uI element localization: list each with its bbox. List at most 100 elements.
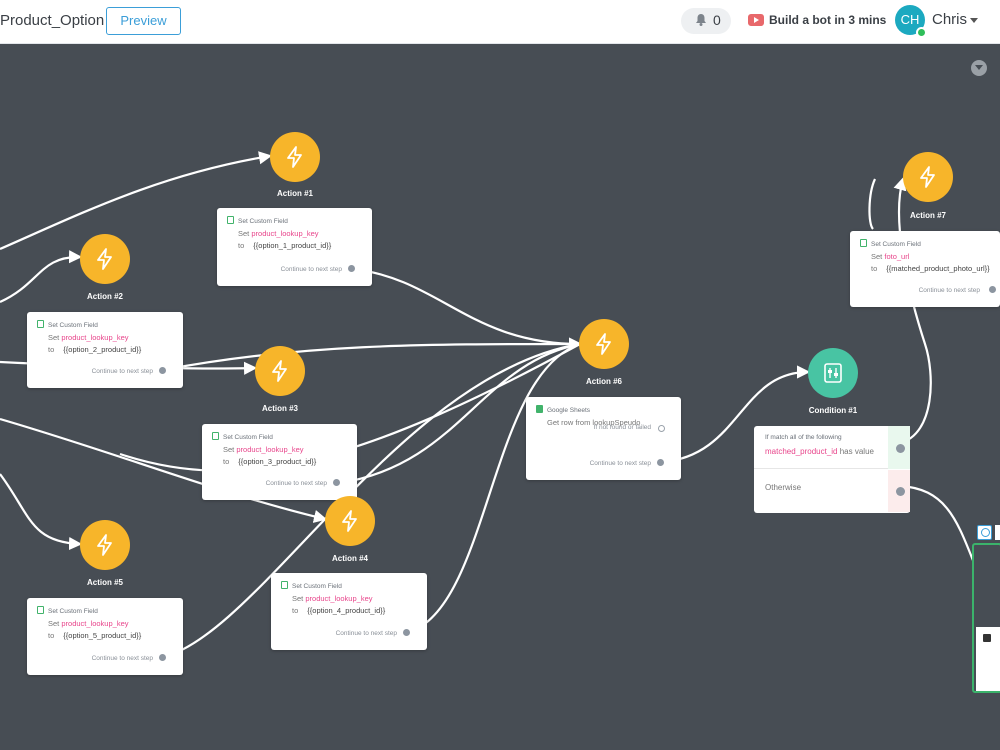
- otherwise-port[interactable]: [896, 487, 905, 496]
- to-value-row: to{{option_5_product_id}}: [48, 631, 142, 640]
- action-2-node[interactable]: [80, 234, 130, 284]
- action-7-title: Action #7: [909, 211, 946, 220]
- document-icon: [37, 606, 44, 614]
- online-status-dot: [916, 27, 927, 38]
- to-value-row: to{{option_2_product_id}}: [48, 345, 142, 354]
- continue-label: Continue to next step: [589, 460, 651, 467]
- continue-label: Continue to next step: [335, 630, 397, 637]
- condition-card[interactable]: If match all of the following matched_pr…: [754, 426, 910, 513]
- document-icon: [860, 239, 867, 247]
- field-key: product_lookup_key: [236, 445, 304, 454]
- lightning-bolt-icon: [287, 146, 302, 168]
- user-name[interactable]: Chris: [932, 11, 968, 28]
- document-icon: [227, 216, 234, 224]
- action-4-title: Action #4: [331, 554, 368, 563]
- lightning-bolt-icon: [97, 248, 112, 270]
- action-3-title: Action #3: [261, 404, 298, 413]
- condition-1-title: Condition #1: [808, 406, 858, 415]
- chevron-down-icon[interactable]: [970, 18, 978, 23]
- to-value-row: to{{option_3_product_id}}: [223, 457, 317, 466]
- lightning-bolt-icon: [920, 166, 935, 188]
- set-field-row: Set product_lookup_key: [223, 445, 304, 454]
- continue-label: Continue to next step: [265, 480, 327, 487]
- continue-label: Continue to next step: [918, 287, 980, 294]
- play-icon[interactable]: [977, 525, 992, 540]
- preview-button[interactable]: Preview: [106, 7, 181, 35]
- action-5-node[interactable]: [80, 520, 130, 570]
- lightning-bolt-icon: [342, 510, 357, 532]
- field-value: {{option_2_product_id}}: [63, 345, 142, 354]
- puzzle-icon: [983, 634, 991, 642]
- output-port[interactable]: [159, 367, 166, 374]
- rule-field: matched_product_id: [765, 447, 838, 456]
- condition-match-row[interactable]: If match all of the following matched_pr…: [754, 426, 910, 469]
- field-value: {{option_3_product_id}}: [238, 457, 317, 466]
- card-header: Set Custom Field: [37, 320, 98, 329]
- true-port[interactable]: [896, 444, 905, 453]
- action-7-node[interactable]: [903, 152, 953, 202]
- action-1-node[interactable]: [270, 132, 320, 182]
- action-6-node[interactable]: [579, 319, 629, 369]
- action-5-card[interactable]: Set Custom Field Set product_lookup_key …: [27, 598, 183, 675]
- output-port[interactable]: [348, 265, 355, 272]
- card-header: Set Custom Field: [281, 581, 342, 590]
- document-icon: [37, 320, 44, 328]
- field-value: {{option_4_product_id}}: [307, 606, 386, 615]
- action-4-node[interactable]: [325, 496, 375, 546]
- field-value: {{option_5_product_id}}: [63, 631, 142, 640]
- set-field-row: Set product_lookup_key: [48, 619, 129, 628]
- field-key: product_lookup_key: [305, 594, 373, 603]
- avatar[interactable]: CH: [895, 5, 925, 35]
- action-1-title: Action #1: [276, 189, 313, 198]
- rule-row: matched_product_id has value: [765, 447, 874, 456]
- node-toolbar-button[interactable]: [995, 525, 1000, 540]
- to-value-row: to{{matched_product_photo_url}}: [871, 264, 990, 273]
- action-3-node[interactable]: [255, 346, 305, 396]
- rule-intro: If match all of the following: [765, 434, 842, 441]
- to-value-row: to{{option_4_product_id}}: [292, 606, 386, 615]
- flow-title[interactable]: Product_Option: [0, 12, 105, 29]
- action-7-card[interactable]: Set Custom Field Set foto_url to{{matche…: [850, 231, 1000, 307]
- action-2-title: Action #2: [86, 292, 123, 301]
- field-value: {{option_1_product_id}}: [253, 241, 332, 250]
- document-icon: [281, 581, 288, 589]
- field-key: product_lookup_key: [61, 333, 129, 342]
- output-port[interactable]: [333, 479, 340, 486]
- continue-label: Continue to next step: [91, 655, 153, 662]
- lightning-bolt-icon: [97, 534, 112, 556]
- lightning-bolt-icon: [596, 333, 611, 355]
- output-port[interactable]: [403, 629, 410, 636]
- card-header: Set Custom Field: [212, 432, 273, 441]
- youtube-play-icon[interactable]: [748, 14, 764, 26]
- sheet-icon: [536, 405, 543, 413]
- notifications-button[interactable]: 0: [681, 8, 731, 34]
- action-3-card[interactable]: Set Custom Field Set product_lookup_key …: [202, 424, 357, 500]
- flow-canvas[interactable]: Action #1 Set Custom Field Set product_l…: [0, 44, 1000, 750]
- field-value: {{matched_product_photo_url}}: [886, 264, 990, 273]
- build-bot-link[interactable]: Build a bot in 3 mins: [769, 13, 887, 27]
- field-key: foto_url: [884, 252, 910, 261]
- output-port[interactable]: [657, 459, 664, 466]
- fail-port[interactable]: [658, 425, 665, 432]
- set-field-row: Set product_lookup_key: [48, 333, 129, 342]
- action-4-card[interactable]: Set Custom Field Set product_lookup_key …: [271, 573, 427, 650]
- output-port[interactable]: [989, 286, 996, 293]
- continue-label: Continue to next step: [280, 266, 342, 273]
- set-field-row: Set product_lookup_key: [292, 594, 373, 603]
- set-field-row: Set foto_url: [871, 252, 910, 261]
- scroll-down-icon[interactable]: [971, 60, 987, 76]
- action-6-title: Action #6: [585, 377, 622, 386]
- output-port[interactable]: [159, 654, 166, 661]
- notification-count: 0: [713, 12, 721, 28]
- lightning-bolt-icon: [272, 360, 287, 382]
- field-key: product_lookup_key: [251, 229, 319, 238]
- condition-1-node[interactable]: [808, 348, 858, 398]
- bell-icon: [696, 14, 706, 26]
- action-5-title: Action #5: [86, 578, 123, 587]
- action-1-card[interactable]: Set Custom Field Set product_lookup_key …: [217, 208, 372, 286]
- continue-label: Continue to next step: [91, 368, 153, 375]
- top-bar: Product_Option Preview 0 Build a bot in …: [0, 0, 1000, 44]
- action-6-card[interactable]: Google Sheets Get row from lookupSpeudo …: [526, 397, 681, 480]
- action-2-card[interactable]: Set Custom Field Set product_lookup_key …: [27, 312, 183, 388]
- connection-lines: [0, 151, 987, 659]
